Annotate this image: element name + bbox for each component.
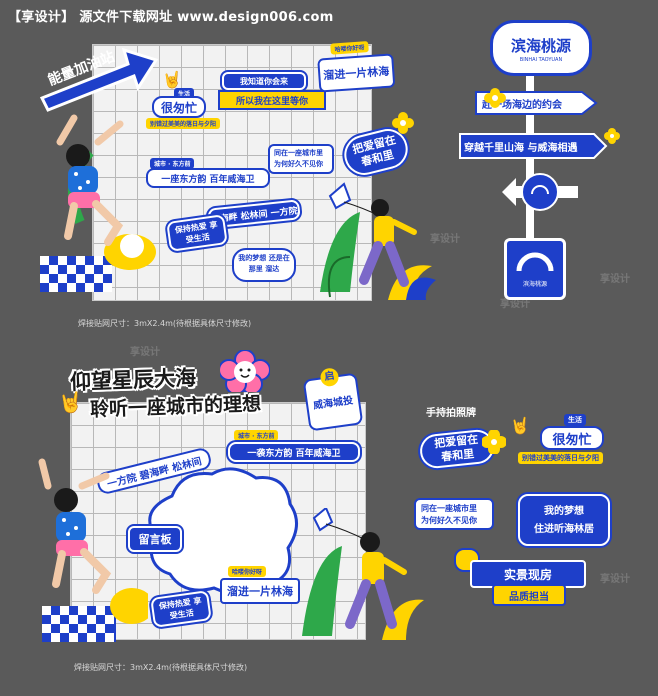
jumping-girl-illustration xyxy=(38,458,148,642)
sticker-oriental-tag: 城市 · 东方前 xyxy=(234,430,279,441)
top-board-caption: 焊接贴网尺寸：3mX2.4m(待根据具体尺寸修改) xyxy=(78,319,252,328)
sticker-busy: 生活 很匆忙 别错过美美的落日与夕阳 xyxy=(146,88,221,134)
sticker-dream: 我的梦想 还是在那里 溜达 xyxy=(232,248,296,282)
logo-icon xyxy=(516,252,554,272)
handheld-real-line2: 品质担当 xyxy=(492,584,566,606)
signpost-logo-text: 滨海桃源 xyxy=(522,281,547,288)
signpost-arrow-2: 穿越千里山海 与威海相遇 xyxy=(458,132,608,164)
signpost-subtitle: BINHAI TAOYUAN xyxy=(519,57,563,63)
sticker-forest: 哈喽你好呀 溜进一片林海 xyxy=(220,566,300,606)
weihai-tag: 启 威海城投 xyxy=(302,367,364,432)
signpost-arrow-1-text: 赴一场海边的约会 xyxy=(482,100,562,111)
kite-girl-illustration xyxy=(302,508,424,640)
jumping-girl-illustration xyxy=(40,114,156,292)
sticker-wechat-main: 所以我在这里等你 xyxy=(218,90,326,110)
sticker-oriental-main: 一袭东方韵 百年威海卫 xyxy=(228,442,360,462)
sticker-forest-tag: 哈喽你好呀 xyxy=(228,566,267,577)
arrow-sign-shape xyxy=(39,47,159,112)
signpost-arrow-left xyxy=(500,172,580,212)
watermark: 享设计 xyxy=(130,347,160,358)
handheld-dream-line1: 我的梦想 xyxy=(544,506,584,517)
yellow-flower-icon xyxy=(392,112,414,134)
arrow-left-shape xyxy=(502,173,578,211)
sticker-forest-main: 溜进一片林海 xyxy=(220,578,300,604)
sticker-busy-tag: 生活 xyxy=(174,88,195,99)
rock-hand-icon: 🤘 xyxy=(510,416,530,435)
site-header: 【享设计】 源文件下载网址 www.design006.com xyxy=(8,10,334,25)
signpost-arrow-1: 赴一场海边的约会 xyxy=(474,90,598,120)
signpost-arrow-2-text: 穿越千里山海 与威海相遇 xyxy=(464,143,578,154)
weihai-icon: 启 xyxy=(319,367,340,388)
sticker-forest: 哈喽你好呀 溜进一片林海 xyxy=(316,39,396,98)
signpost-logo-board: 滨海桃源 xyxy=(504,238,566,300)
sticker-wechat-tag: 我知道你会来 xyxy=(222,72,306,90)
sticker-oriental-main: 一座东方韵 百年威海卫 xyxy=(146,168,270,188)
message-board-cloud xyxy=(148,467,298,595)
smiley-flower-icon xyxy=(220,350,270,392)
yellow-flower-icon xyxy=(481,429,507,455)
handheld-busy: 生活 很匆忙 别错过美美的落日与夕阳 xyxy=(518,414,612,474)
rock-hand-icon: 🤘 xyxy=(162,70,182,89)
arrow-right-shape xyxy=(475,91,598,115)
sticker-oriental-tag: 城市 · 东方前 xyxy=(150,158,195,169)
kite-girl-illustration xyxy=(320,182,436,300)
rock-hand-icon: 🤘 xyxy=(58,390,83,414)
signpost-title: 滨海桃源 xyxy=(510,37,571,55)
sticker-forest-tag: 哈喽你好呀 xyxy=(330,41,369,55)
handheld-title: 手持拍照牌 xyxy=(426,408,476,419)
handheld-city: 同在一座城市里 为何好久不见你 xyxy=(414,498,494,530)
handheld-dream-line2: 住进听海林居 xyxy=(534,524,594,535)
sticker-city: 同在一座城市里 为何好久不见你 xyxy=(268,144,334,174)
sticker-busy-main: 很匆忙 xyxy=(152,96,206,118)
yellow-flower-icon xyxy=(604,128,620,144)
yellow-flower-icon xyxy=(484,88,506,108)
message-board-label: 留言板 xyxy=(128,526,182,552)
weihai-tag-text: 威海城投 xyxy=(312,395,354,412)
sticker-forest-main: 溜进一片林海 xyxy=(317,53,396,93)
handheld-busy-tag: 生活 xyxy=(564,414,586,426)
sticker-busy-sub: 别错过美美的落日与夕阳 xyxy=(146,118,221,129)
watermark: 享设计 xyxy=(500,299,530,310)
arrow-right-shape xyxy=(459,133,608,159)
handheld-busy-main: 很匆忙 xyxy=(540,426,604,450)
signpost-top-sign: 滨海桃源 BINHAI TAOYUAN xyxy=(490,20,592,76)
handheld-busy-sub: 别错过美美的落日与夕阳 xyxy=(518,452,603,464)
bottom-board-caption: 焊接贴网尺寸：3mX2.4m(待根据具体尺寸修改) xyxy=(74,663,248,672)
watermark: 享设计 xyxy=(600,574,630,585)
watermark: 享设计 xyxy=(430,234,460,245)
handheld-dream: 我的梦想 住进听海林居 xyxy=(518,494,610,546)
watermark: 享设计 xyxy=(600,274,630,285)
